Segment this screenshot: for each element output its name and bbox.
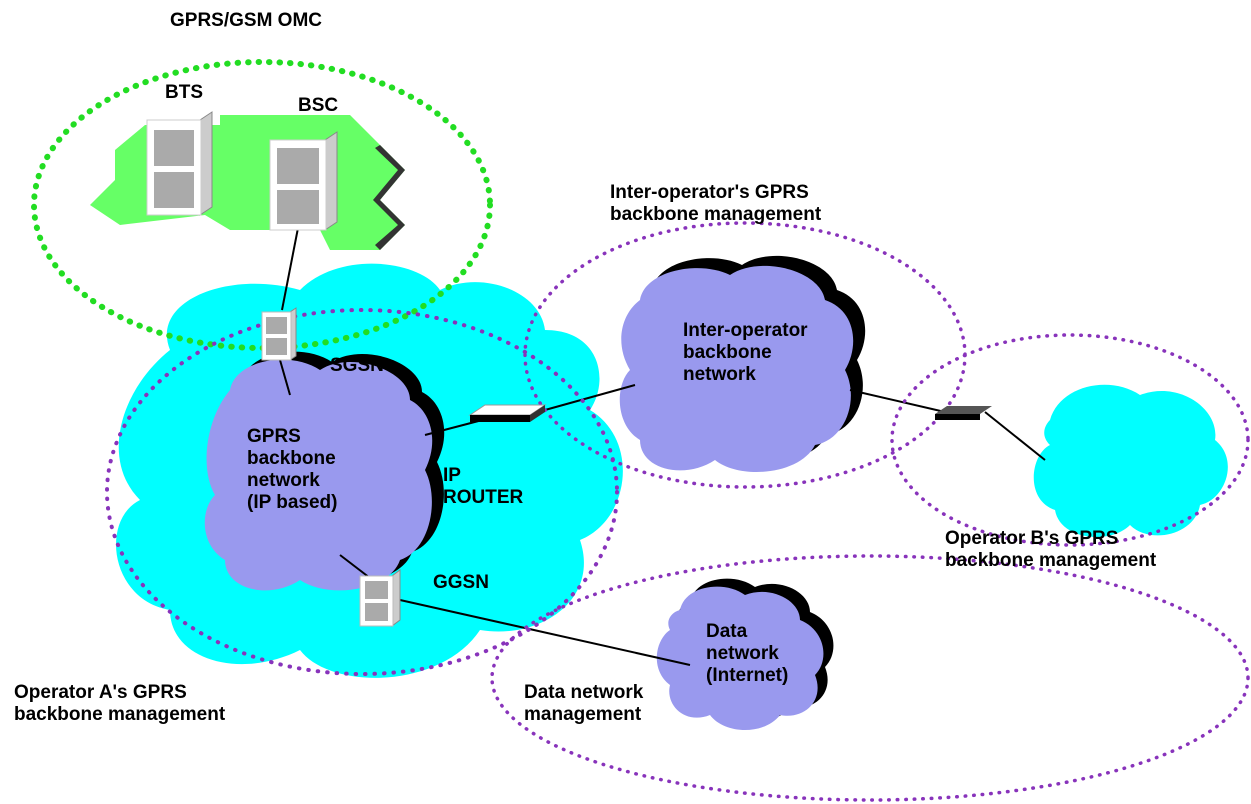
sgsn-label: SGSN — [330, 355, 384, 376]
data-network-cloud — [656, 578, 834, 730]
operator-b-cloud — [1033, 384, 1228, 537]
link-router-a-interop — [544, 384, 636, 411]
operator-b-ring — [890, 333, 1250, 547]
inter-operator-backbone-label: Inter-operator backbone network — [683, 320, 808, 385]
data-network-mgmt-label: Data network management — [524, 682, 644, 725]
bsc-rack-icon — [269, 131, 338, 231]
bsc-label: BSC — [298, 95, 339, 116]
link-sgsn-backbone — [279, 359, 291, 396]
ip-router-label: IP ROUTER — [443, 465, 524, 508]
omc-header-label: GPRS/GSM OMC — [170, 10, 323, 31]
data-network-ring — [490, 554, 1250, 802]
bss-area — [90, 115, 405, 250]
ggsn-rack-icon — [359, 569, 401, 627]
link-interop-router-b — [849, 389, 946, 413]
inter-operator-backbone-cloud — [619, 255, 866, 472]
operator-b-mgmt-label: Operator B's GPRS backbone management — [945, 528, 1157, 571]
data-network-label: Data network (Internet) — [706, 621, 789, 686]
operator-a-ring — [105, 308, 619, 676]
bts-label: BTS — [165, 82, 203, 103]
sgsn-rack-icon — [261, 307, 297, 361]
link-bsc-sgsn — [281, 227, 299, 311]
operator-a-mgmt-label: Operator A's GPRS backbone management — [14, 682, 226, 725]
inter-operator-mgmt-label: Inter-operator's GPRS backbone managemen… — [610, 182, 822, 225]
bts-rack-icon — [146, 111, 213, 216]
ggsn-label: GGSN — [433, 572, 489, 593]
link-router-b-operator-b — [984, 411, 1046, 461]
router-b-icon — [935, 406, 992, 420]
gprs-backbone-label: GPRS backbone network (IP based) — [247, 426, 338, 513]
router-a-icon — [468, 404, 547, 422]
link-backbone-ggsn — [339, 554, 371, 579]
link-ggsn-data-network — [399, 599, 691, 666]
gprs-backbone-cloud — [204, 351, 445, 591]
connection-lines — [279, 227, 1046, 666]
